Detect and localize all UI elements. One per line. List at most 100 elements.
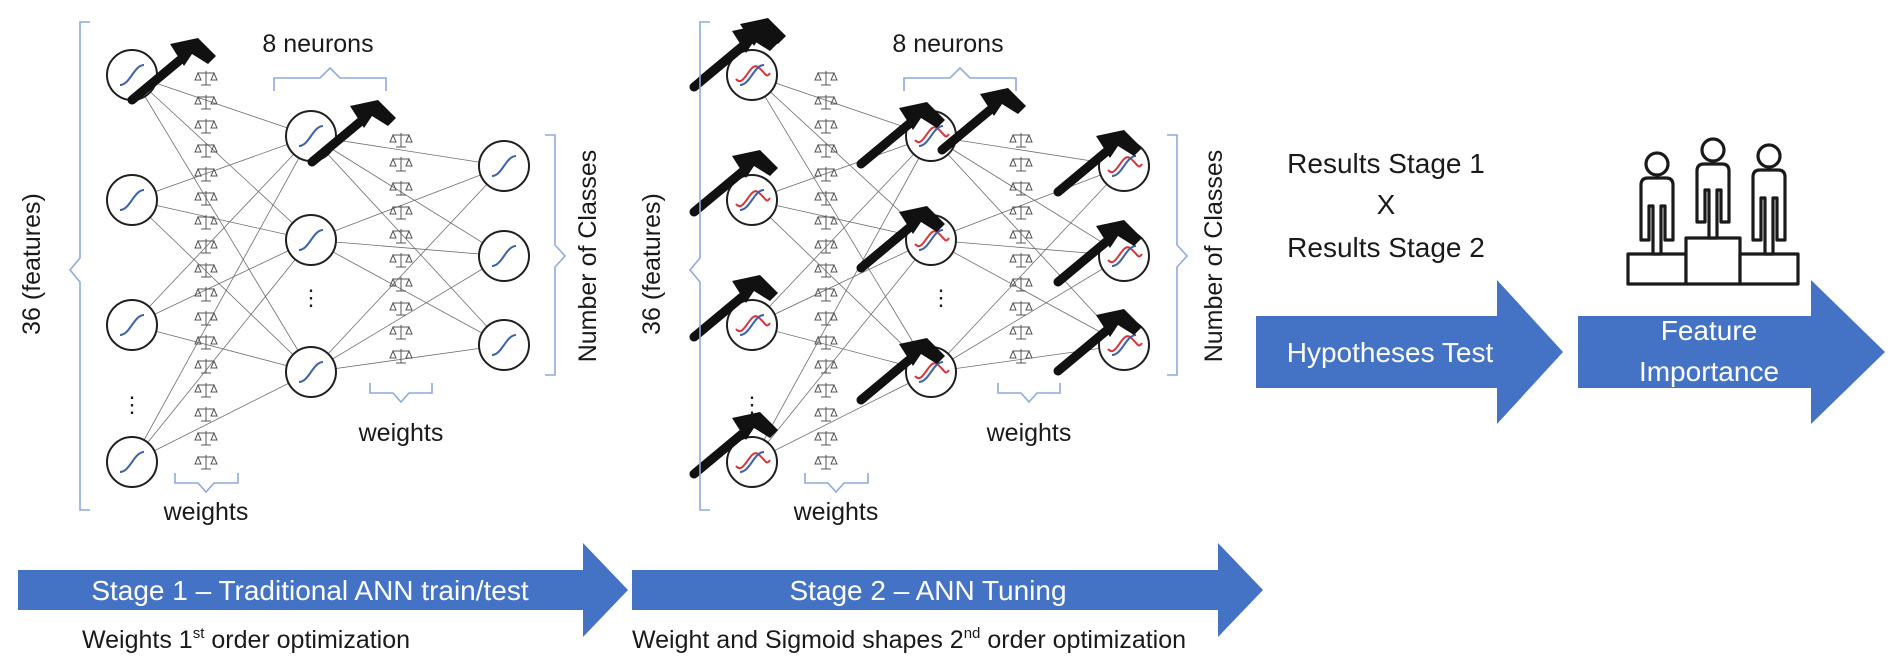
stage2-output-bracket: [1167, 134, 1189, 376]
balance-scale-icon: [814, 70, 838, 86]
hypotheses-test-arrow: Hypotheses Test: [1256, 280, 1563, 424]
sigmoid-curve: [298, 361, 324, 383]
input-hidden-connection: [751, 74, 932, 373]
hammer-icon: [942, 88, 1026, 150]
stage2-arrow-label: Stage 2 – ANN Tuning: [789, 575, 1066, 606]
stage1-hidden-ellipsis: ⋮: [300, 285, 322, 310]
balance-scale-icon: [194, 70, 218, 86]
sigmoid-curve: [491, 155, 517, 177]
balance-scale-icon: [389, 228, 413, 244]
feature-importance-label-line2: Importance: [1639, 356, 1779, 387]
hidden-output-connection: [310, 165, 505, 241]
hypotheses-test-label: Hypotheses Test: [1287, 337, 1494, 368]
stage2-caption-superscript: nd: [964, 625, 981, 642]
hidden-output-connection: [930, 135, 1125, 257]
stage2-hidden-bracket: [903, 66, 1017, 91]
stage1-caption: Weights 1st order optimization: [82, 625, 410, 654]
input-hidden-connection: [131, 74, 312, 137]
balance-scale-icon: [194, 166, 218, 182]
input-hidden-connection: [131, 199, 312, 373]
stage2-hidden-label: 8 neurons: [892, 30, 1003, 58]
stage1-input-bracket: [68, 21, 90, 511]
balance-scale-icon: [194, 262, 218, 278]
balance-scale-icon: [389, 180, 413, 196]
sigmoid-curve: [1111, 334, 1137, 356]
hidden-output-connection: [310, 135, 505, 257]
hidden-output-connection: [930, 165, 1125, 373]
stage1-output-bracket: [545, 134, 567, 376]
input-hidden-connection: [131, 239, 312, 326]
balance-scale-icon: [389, 324, 413, 340]
stage2-caption-main: Weight and Sigmoid shapes 2: [632, 626, 964, 654]
input-hidden-connection: [131, 135, 312, 201]
stage1-weights-bracket-1: [174, 473, 239, 494]
balance-scale-icon: [814, 94, 838, 110]
balance-scale-icon: [194, 238, 218, 254]
stage2-input-ellipsis: ⋮: [741, 392, 763, 417]
balance-scale-icon: [1009, 324, 1033, 340]
balance-scale-icon: [194, 382, 218, 398]
balance-scale-icon: [194, 406, 218, 422]
podium-icon: [1626, 137, 1800, 286]
input-hidden-connection: [131, 239, 312, 463]
input-hidden-connection: [751, 239, 932, 463]
stage2-network: 36 (features) 8 neurons Number of Classe…: [638, 18, 1228, 526]
balance-scale-icon: [814, 166, 838, 182]
balance-scale-icon: [194, 358, 218, 374]
input-hidden-connection: [751, 239, 932, 326]
balance-scale-icon: [194, 214, 218, 230]
input-hidden-connection: [131, 74, 312, 241]
hidden-output-connection: [310, 255, 505, 373]
results-cross-symbol: X: [1377, 189, 1396, 220]
input-hidden-connection: [751, 135, 932, 463]
sigmoid-curve: [918, 125, 944, 147]
balance-scale-icon: [1009, 228, 1033, 244]
sigmoid-curve: [918, 229, 944, 251]
input-hidden-connection: [131, 135, 312, 326]
hidden-output-connection: [310, 239, 505, 346]
sigmoid-curve: [119, 64, 145, 86]
hypotheses-arrow-shape: [1256, 280, 1563, 424]
sigmoid-curve: [119, 314, 145, 336]
balance-scale-icon: [814, 406, 838, 422]
stage2-arrow-shape: [632, 543, 1263, 637]
hidden-output-connection: [310, 135, 505, 346]
balance-scale-icon: [814, 238, 838, 254]
stage2-caption: Weight and Sigmoid shapes 2nd order opti…: [632, 625, 1186, 654]
stage1-arrow-shape: [18, 543, 628, 637]
balance-scale-icon: [194, 310, 218, 326]
balance-scale-icon: [814, 430, 838, 446]
stage1-input-ellipsis: ⋮: [121, 392, 143, 417]
stage1-weights-label-2: weights: [358, 419, 444, 447]
stage1-arrow-label: Stage 1 – Traditional ANN train/test: [91, 575, 529, 606]
hidden-output-connection: [930, 135, 1125, 346]
stage2-caption-rest: order optimization: [980, 626, 1186, 654]
input-hidden-connection: [751, 135, 932, 201]
stage2-input-bracket: [688, 21, 710, 511]
stage1-connections: [131, 74, 505, 463]
stage2-output-label: Number of Classes: [1200, 150, 1228, 363]
balance-scale-icon: [814, 262, 838, 278]
stage1-input-label: 36 (features): [18, 193, 46, 335]
balance-scale-icon: [194, 430, 218, 446]
stage2-weights-label-2: weights: [986, 419, 1072, 447]
hidden-output-connection: [310, 239, 505, 257]
stage2-connections: [751, 74, 1125, 463]
results-comparison: Results Stage 1 X Results Stage 2: [1287, 148, 1485, 263]
balance-scale-icon: [389, 348, 413, 364]
sigmoid-curve: [119, 451, 145, 473]
stage1-hidden-label: 8 neurons: [262, 30, 373, 58]
input-hidden-connection: [131, 371, 312, 463]
stage1-weights-bracket-2: [369, 383, 433, 404]
balance-scale-icon: [814, 214, 838, 230]
balance-scale-icon: [814, 358, 838, 374]
balance-scale-icon: [194, 190, 218, 206]
hidden-output-connection: [930, 165, 1125, 241]
balance-scale-icon: [814, 118, 838, 134]
stage2-hidden-ellipsis: ⋮: [930, 285, 952, 310]
input-hidden-connection: [751, 199, 932, 373]
feature-importance-label-line1: Feature: [1661, 315, 1758, 346]
balance-scale-icon: [389, 132, 413, 148]
results-stage1-label: Results Stage 1: [1287, 148, 1485, 179]
